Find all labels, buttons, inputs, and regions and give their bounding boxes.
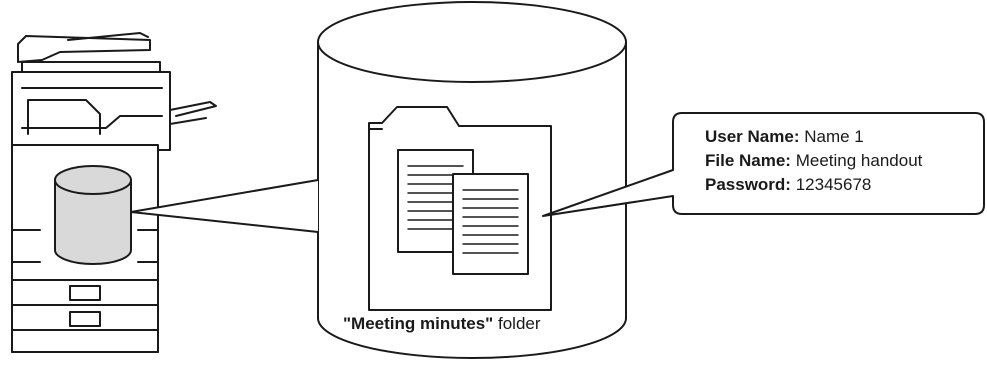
- file-info-callout: User Name: Name 1 File Name: Meeting han…: [705, 125, 922, 197]
- folder-caption: "Meeting minutes" folder: [343, 314, 541, 334]
- file-name-label: File Name:: [705, 151, 791, 170]
- folder-suffix: folder: [497, 314, 541, 333]
- user-name-label: User Name:: [705, 127, 800, 146]
- user-name-value: Name 1: [804, 127, 864, 146]
- password-line: Password: 12345678: [705, 173, 922, 197]
- hard-disk-icon: [54, 165, 132, 265]
- user-name-line: User Name: Name 1: [705, 125, 922, 149]
- zoom-connector: [130, 179, 319, 233]
- password-label: Password:: [705, 175, 791, 194]
- file-name-value: Meeting handout: [795, 151, 923, 170]
- folder-name: "Meeting minutes": [343, 314, 494, 333]
- password-value: 12345678: [795, 175, 872, 194]
- file-name-line: File Name: Meeting handout: [705, 149, 922, 173]
- callout-bubble: [542, 112, 985, 217]
- document-front-icon: [452, 173, 529, 275]
